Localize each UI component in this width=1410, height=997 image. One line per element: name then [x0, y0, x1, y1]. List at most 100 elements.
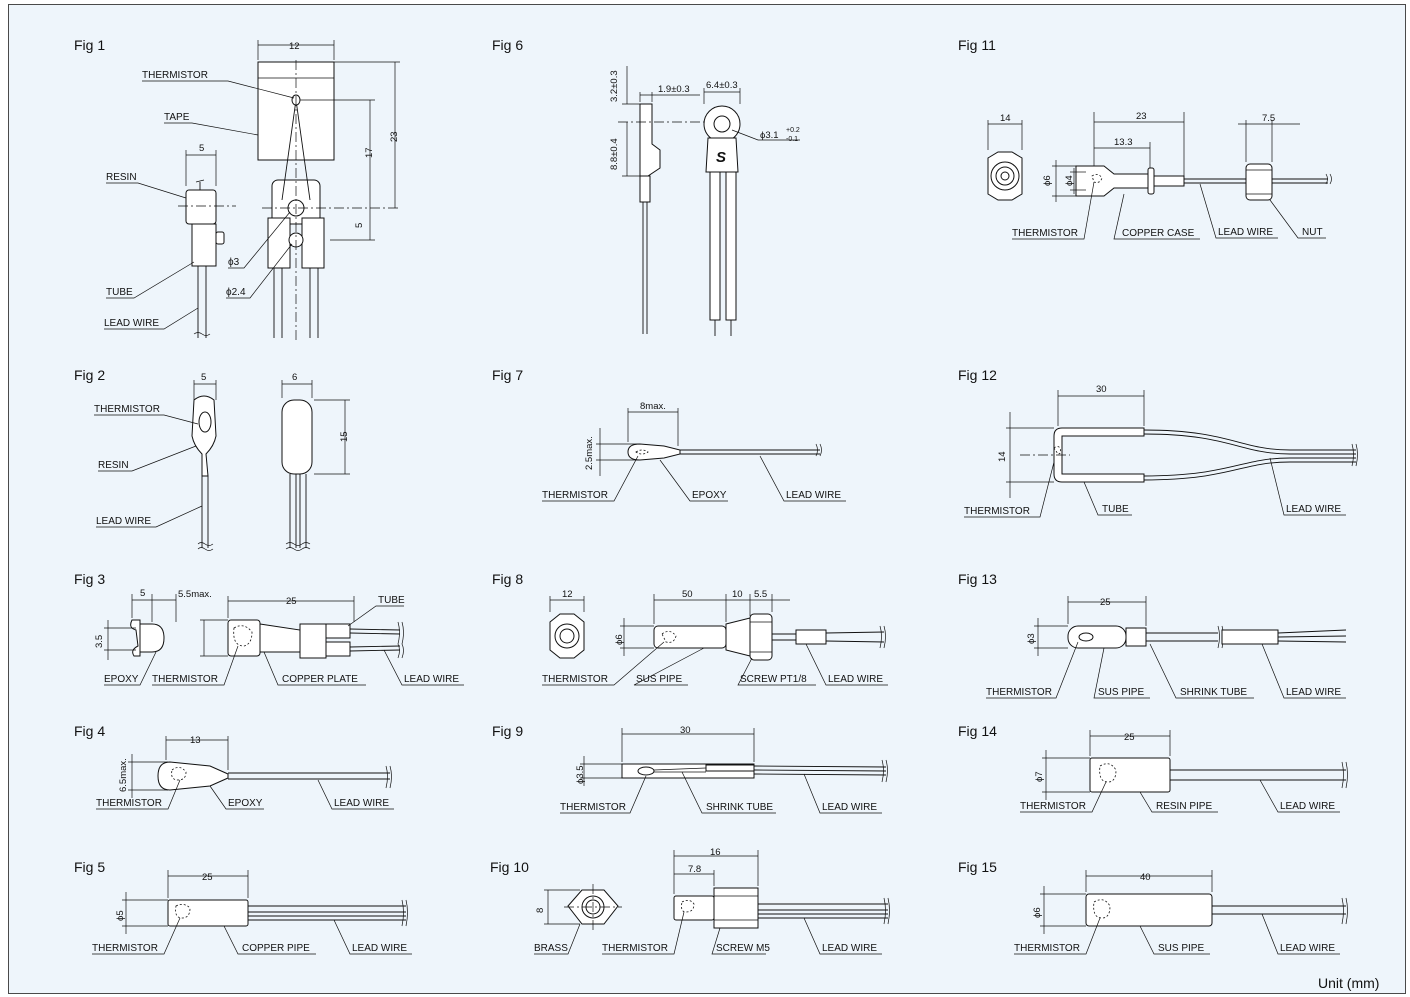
fig-7-epoxy: [627, 443, 681, 461]
fig-8-screw: [749, 613, 773, 661]
fig-10-label-lead-wire: LEAD WIRE: [822, 943, 877, 954]
fig-12: Fig 12 30 14 THERMISTOR TUBE LEAD WIRE: [958, 367, 1358, 518]
fig-9-label-thermistor: THERMISTOR: [560, 802, 626, 813]
fig-8-dim-50: 50: [682, 589, 693, 600]
fig-10-dim-16: 16: [710, 847, 721, 858]
fig-5-thermistor: [175, 904, 191, 919]
fig-13-thermistor: [1078, 632, 1094, 642]
fig-14: Fig 14 25 ϕ7 THERMISTOR RESIN PIPE LEAD …: [958, 723, 1348, 813]
fig-1-label-resin: RESIN: [106, 172, 137, 183]
fig-11-dim-phi6: ϕ6: [1042, 175, 1053, 186]
fig-8-thermistor: [661, 631, 677, 643]
fig-1-dim-5: 5: [354, 223, 365, 228]
fig-1-tube-side: [191, 223, 217, 267]
fig-10-title: Fig 10: [490, 859, 529, 875]
fig-4-dim-65max: 6.5max.: [118, 758, 129, 792]
fig-4: Fig 4 13 6.5max. THERMISTOR EPOXY LEAD W…: [74, 723, 394, 810]
fig-14-resin-pipe: [1089, 757, 1171, 793]
fig-7-dim-8max: 8max.: [640, 401, 666, 412]
fig-3-epoxy: [139, 623, 165, 653]
fig-3-label-lead-wire: LEAD WIRE: [404, 674, 459, 685]
fig-1-title: Fig 1: [74, 37, 105, 53]
fig-5-title: Fig 5: [74, 859, 105, 875]
fig-14-dim-phi7: ϕ7: [1034, 771, 1045, 782]
fig-3-label-thermistor: THERMISTOR: [152, 674, 218, 685]
fig-7: Fig 7 8max. 2.5max. THERMISTOR EPOXY LEA…: [492, 367, 846, 502]
fig-11-dim-14: 14: [1000, 113, 1011, 124]
fig-11-dim-23: 23: [1136, 111, 1147, 122]
fig-8-label-sus-pipe: SUS PIPE: [636, 674, 682, 685]
fig-13-shrink-tube: [1125, 627, 1147, 647]
fig-2-title: Fig 2: [74, 367, 105, 383]
fig-6-dim-tol-plus: +0.2: [786, 127, 800, 134]
fig-6-logo: S: [716, 149, 726, 166]
fig-12-dim-30: 30: [1096, 384, 1107, 395]
fig-5-dim-phi5: ϕ5: [115, 910, 126, 921]
fig-13-dim-phi3: ϕ3: [1026, 633, 1037, 644]
fig-1-label-thermistor: THERMISTOR: [142, 70, 208, 81]
fig-4-dim-13: 13: [190, 735, 201, 746]
fig-10-label-thermistor: THERMISTOR: [602, 943, 668, 954]
fig-9-dim-phi35: ϕ3.5: [575, 765, 586, 784]
fig-7-label-epoxy: EPOXY: [692, 490, 727, 501]
fig-13-title: Fig 13: [958, 571, 997, 587]
fig-14-label-lead-wire: LEAD WIRE: [1280, 801, 1335, 812]
fig-9-title: Fig 9: [492, 723, 523, 739]
fig-8-label-lead-wire: LEAD WIRE: [828, 674, 883, 685]
fig-6: Fig 6 3.2±0.3 8.8±0.4 1.9±0.3 S 6.4±0.3 …: [492, 37, 800, 336]
fig-8-dim-10: 10: [732, 589, 743, 600]
fig-13-label-shrink-tube: SHRINK TUBE: [1180, 687, 1247, 698]
fig-2-resin-front: [281, 399, 313, 475]
fig-2-label-resin: RESIN: [98, 460, 129, 471]
fig-11-title: Fig 11: [958, 37, 996, 53]
fig-15-sus-pipe: [1085, 893, 1213, 927]
fig-14-dim-25: 25: [1124, 732, 1135, 743]
fig-15-label-thermistor: THERMISTOR: [1014, 943, 1080, 954]
fig-5-label-thermistor: THERMISTOR: [92, 943, 158, 954]
fig-3-dim-55max: 5.5max.: [178, 589, 212, 600]
fig-1-tube-right: [301, 217, 325, 269]
fig-13-label-sus-pipe: SUS PIPE: [1098, 687, 1144, 698]
fig-1-label-lead-wire: LEAD WIRE: [104, 318, 159, 329]
fig-15-dim-40: 40: [1140, 872, 1151, 883]
fig-1-dim-17: 17: [364, 147, 375, 158]
fig-11-nut: [1245, 163, 1273, 201]
fig-10-brass-body: [713, 887, 759, 929]
fig-2-dim-6: 6: [292, 372, 297, 383]
fig-2-dim-15: 15: [339, 431, 350, 442]
fig-2-thermistor: [198, 411, 212, 433]
fig-14-thermistor: [1099, 763, 1117, 783]
fig-4-label-thermistor: THERMISTOR: [96, 798, 162, 809]
fig-7-thermistor: [635, 449, 649, 455]
fig-10: Fig 10 8 16 7.8 BRASS THERMISTOR SCREW M…: [490, 847, 890, 955]
fig-13-label-thermistor: THERMISTOR: [986, 687, 1052, 698]
fig-3: Fig 3 5 5.5max. 3.5 25 EPOXY THERMISTOR …: [74, 571, 464, 686]
fig-5-label-copper-pipe: COPPER PIPE: [242, 943, 310, 954]
fig-11-dim-75: 7.5: [1262, 113, 1275, 124]
fig-6-side-body: [639, 103, 661, 177]
fig-4-epoxy: [157, 761, 229, 791]
fig-11-dim-133: 13.3: [1114, 137, 1133, 148]
fig-8-dim-55: 5.5: [754, 589, 767, 600]
fig-8-dim-phi6: ϕ6: [614, 634, 625, 645]
fig-12-tube: [1053, 427, 1145, 483]
fig-2-resin-side: [191, 395, 217, 477]
fig-7-title: Fig 7: [492, 367, 523, 383]
fig-1: Fig 1 5 12 17 23 5 THERMISTOR TAPE RESIN…: [74, 37, 400, 340]
fig-8: Fig 8 12 50 10 5.5 ϕ6 THERMISTOR SUS PIP…: [492, 571, 888, 686]
fig-13: Fig 13 25 ϕ3 THERMISTOR SUS PIPE SHRINK …: [958, 571, 1347, 699]
fig-3-clip: [130, 619, 141, 657]
fig-6-dim-19: 1.9±0.3: [658, 84, 690, 95]
fig-3-dim-5: 5: [140, 588, 145, 599]
fig-6-dim-64: 6.4±0.3: [706, 80, 738, 91]
fig-11-label-thermistor: THERMISTOR: [1012, 228, 1078, 239]
fig-11-label-copper-case: COPPER CASE: [1122, 228, 1195, 239]
fig-3-title: Fig 3: [74, 571, 105, 587]
fig-15-dim-phi6: ϕ6: [1032, 907, 1043, 918]
fig-1-dim-23: 23: [389, 131, 400, 142]
fig-3-label-epoxy: EPOXY: [104, 674, 139, 685]
fig-15-title: Fig 15: [958, 859, 997, 875]
fig-1-label-tube: TUBE: [106, 287, 133, 298]
fig-11-label-nut: NUT: [1302, 227, 1323, 238]
fig-10-dim-8: 8: [535, 908, 546, 913]
